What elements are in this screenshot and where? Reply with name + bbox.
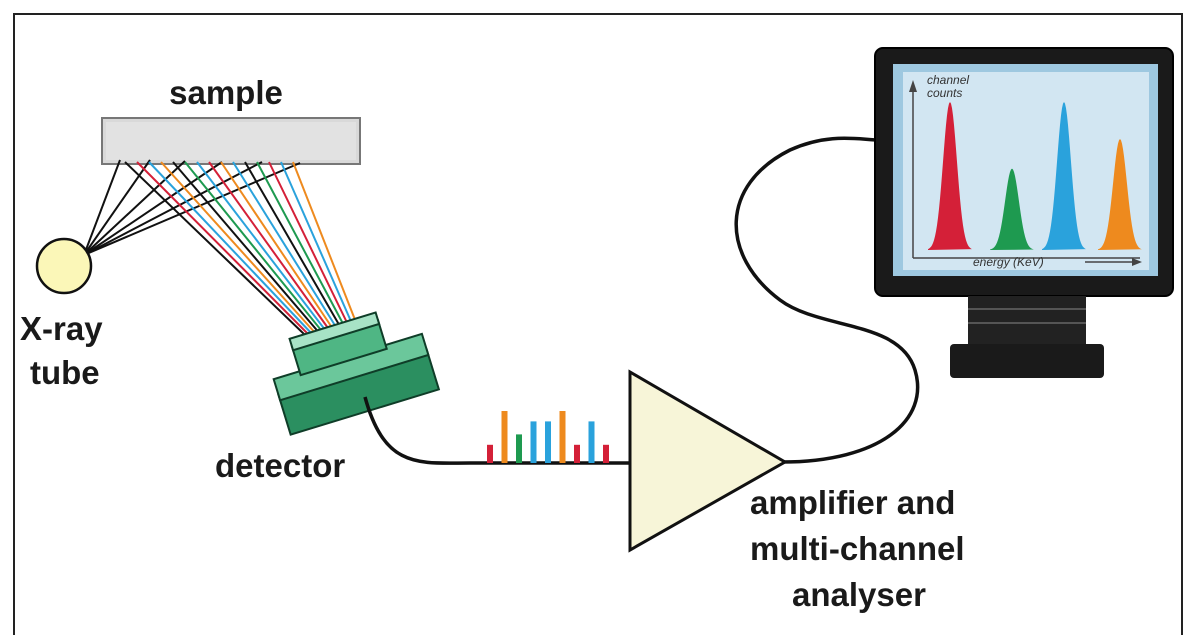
xray-beam-line	[83, 162, 301, 256]
spectrum-plot: channel counts energy (KeV)	[909, 73, 1142, 269]
y-axis-label-line2: counts	[927, 86, 962, 100]
fluorescence-ray	[148, 161, 314, 336]
xray-tube-label-line2: tube	[30, 354, 100, 391]
spectrum-peak	[1042, 102, 1086, 250]
spectrum-peak	[928, 102, 972, 250]
amplifier-triangle	[628, 369, 789, 553]
amplifier-label-line1: amplifier and	[750, 484, 955, 521]
signal-pulse	[603, 444, 609, 463]
signal-pulse	[487, 444, 493, 463]
spectrum-peak	[1098, 139, 1142, 250]
detector	[272, 311, 441, 436]
monitor-neck	[968, 296, 1086, 344]
fluorescence-ray	[124, 161, 306, 336]
amplifier-label-line2: multi-channel	[750, 530, 965, 567]
signal-pulse	[545, 421, 551, 463]
fluorescence-ray	[268, 161, 354, 336]
y-axis-label-line1: channel	[927, 73, 969, 87]
fluorescence-ray	[196, 161, 330, 336]
signal-pulses	[487, 411, 609, 463]
x-axis-arrow-icon	[1132, 258, 1142, 266]
sample-label: sample	[169, 74, 283, 111]
fluorescence-ray	[184, 161, 326, 336]
detector-label: detector	[215, 447, 345, 484]
fluorescence-ray	[280, 161, 358, 336]
fluorescence-ray	[208, 161, 334, 336]
signal-pulse	[559, 411, 566, 463]
signal-pulse	[530, 421, 537, 463]
xray-beam-line	[83, 159, 121, 256]
spectrum-peaks	[928, 102, 1142, 250]
sample-block	[101, 117, 361, 165]
xray-tube-label-line1: X-ray	[20, 310, 103, 347]
xray-beam-line	[83, 160, 186, 256]
monitor-cable	[734, 136, 920, 464]
spectrum-peak	[990, 168, 1034, 250]
fluorescence-rays	[124, 161, 362, 336]
amplifier-label-line3: analyser	[792, 576, 926, 613]
x-axis-label: energy (KeV)	[973, 255, 1044, 269]
signal-pulse	[516, 434, 522, 463]
fluorescence-ray	[220, 161, 338, 336]
fluorescence-ray	[136, 161, 310, 336]
fluorescence-ray	[172, 161, 322, 336]
xray-tube	[35, 237, 93, 295]
monitor-base	[950, 344, 1104, 378]
fluorescence-ray	[232, 161, 342, 336]
signal-pulse	[574, 444, 580, 463]
signal-pulse	[501, 411, 508, 463]
y-axis-arrow-icon	[909, 80, 917, 92]
fluorescence-ray	[244, 161, 346, 336]
fluorescence-ray	[256, 161, 350, 336]
fluorescence-ray	[292, 161, 362, 336]
xray-beam-line	[83, 161, 223, 256]
signal-pulse	[588, 421, 595, 463]
fluorescence-ray	[160, 161, 318, 336]
detector-cable	[363, 396, 630, 465]
